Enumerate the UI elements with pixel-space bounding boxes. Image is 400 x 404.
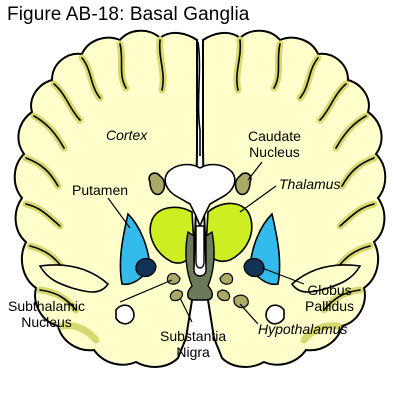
sulcus-line: [53, 83, 81, 121]
label-globus-pallidus: Globus Pallidus: [305, 282, 354, 314]
label-nigra-line2: Nigra: [176, 344, 210, 360]
label-thalamus: Thalamus: [279, 176, 341, 192]
sulcus-line: [335, 115, 367, 149]
label-caudate-nucleus: Caudate Nucleus: [248, 128, 301, 160]
sulcus-line: [81, 57, 101, 99]
hypothalamic-lobe-right: [233, 294, 249, 309]
hypothalamus-pointer: [239, 303, 259, 325]
caudate-nucleus-right: [234, 172, 252, 196]
putamen-pointer: [107, 197, 131, 229]
substantia-nigra-left: [169, 289, 183, 302]
label-caudate-line2: Nucleus: [249, 144, 300, 160]
sulcus-line: [119, 43, 127, 89]
caudate-nucleus-left: [148, 172, 166, 196]
subthalamic-pointer: [119, 279, 173, 303]
label-substantia-nigra: Substantia Nigra: [160, 328, 226, 360]
temporal-hole-left: [115, 304, 135, 325]
sulcus-line: [236, 39, 242, 91]
sulcus-line: [319, 83, 347, 121]
sulcus-line: [323, 289, 361, 311]
label-caudate-line1: Caudate: [248, 128, 301, 144]
sulcus-line: [273, 43, 281, 89]
sulcus-line: [33, 115, 65, 149]
sulcus-line: [299, 57, 319, 99]
label-hypothalamus: Hypothalamus: [258, 321, 348, 337]
globus-pallidus-left: [135, 257, 157, 278]
sulcus-line: [341, 157, 375, 187]
label-subthalamic-line1: Subthalamic: [8, 298, 86, 314]
globus-pallidus-right: [243, 257, 265, 278]
sulcus: [300, 322, 342, 344]
lateral-fissure-right: [290, 264, 362, 293]
sulcus-line: [25, 203, 61, 227]
lateral-fissure-left: [38, 264, 110, 293]
temporal-hole-right: [265, 304, 285, 325]
globus-pallidus-pointer: [261, 267, 305, 285]
substantia-nigra-pointer: [179, 297, 193, 323]
label-cortex: Cortex: [106, 127, 148, 143]
subthalamic-nucleus-right: [219, 272, 234, 285]
brainstem: [185, 230, 215, 301]
sulcus-line: [39, 289, 77, 311]
label-putamen: Putamen: [72, 182, 129, 198]
label-subthalamic-nucleus: Subthalamic Nucleus: [8, 298, 85, 330]
right-hemisphere: [202, 29, 387, 368]
sulcus-line: [158, 39, 164, 91]
label-nigra-line1: Substantia: [160, 328, 227, 344]
sulcus-line: [25, 157, 59, 187]
sulci-outlines: [25, 39, 375, 311]
third-ventricle: [195, 225, 205, 269]
substantia-nigra-right: [217, 289, 231, 302]
label-globus-line2: Pallidus: [305, 298, 355, 314]
label-pointers: [107, 161, 305, 325]
sulcus-line: [339, 203, 375, 227]
thalamus-pointer: [239, 185, 277, 213]
sulcus: [58, 322, 100, 344]
figure-title: Figure AB-18: Basal Ganglia: [7, 4, 250, 25]
label-subthalamic-line2: Nucleus: [21, 314, 72, 330]
longitudinal-fissure: [197, 41, 201, 156]
caudate-pointer: [247, 161, 263, 181]
label-globus-line1: Globus: [307, 282, 352, 298]
